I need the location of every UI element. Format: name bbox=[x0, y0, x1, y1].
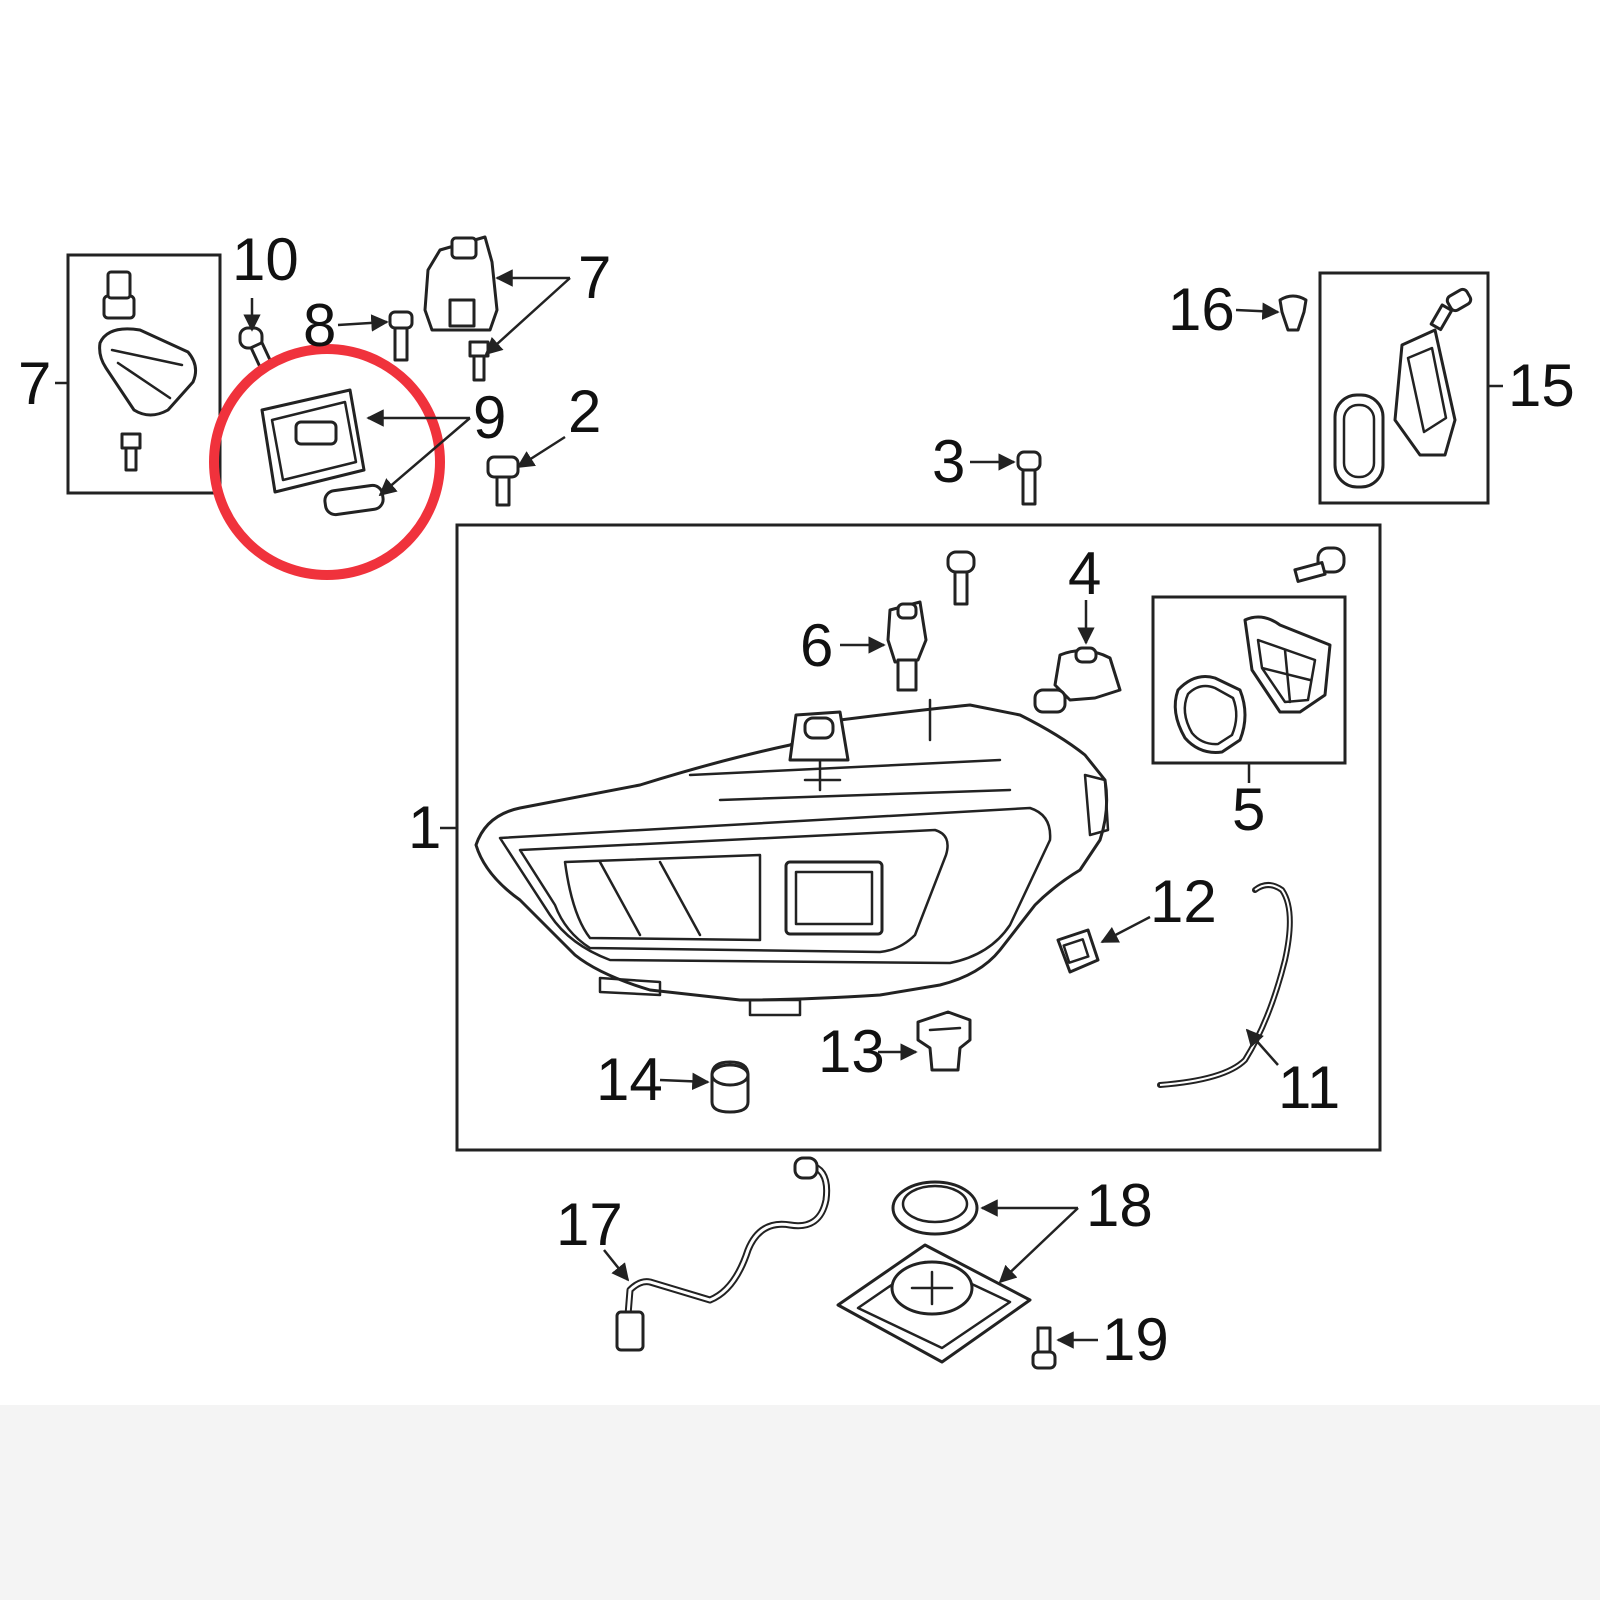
callout-14: 14 bbox=[596, 1046, 663, 1113]
group-7-nut bbox=[102, 270, 136, 320]
screw-icon bbox=[468, 340, 490, 382]
callout-18: 18 bbox=[1086, 1172, 1153, 1239]
screw-icon bbox=[120, 432, 142, 472]
callout-1: 1 bbox=[408, 794, 441, 861]
leader-7-top-b bbox=[484, 277, 571, 356]
part-6-actuator bbox=[886, 600, 928, 692]
callout-4: 4 bbox=[1068, 540, 1101, 607]
part-14-bushing bbox=[710, 1060, 750, 1114]
part-18-ballast bbox=[836, 1243, 1032, 1364]
callout-3: 3 bbox=[932, 428, 965, 495]
callout-6: 6 bbox=[800, 612, 833, 679]
part-4-motor bbox=[1033, 646, 1122, 714]
callout-19: 19 bbox=[1102, 1306, 1169, 1373]
screw-icon bbox=[946, 550, 976, 606]
callout-13: 13 bbox=[818, 1018, 885, 1085]
headlamp-assembly-icon bbox=[474, 698, 1110, 1017]
screw-icon bbox=[1429, 287, 1473, 332]
callout-11: 11 bbox=[1278, 1054, 1340, 1121]
callout-9: 9 bbox=[473, 384, 506, 451]
screw-icon bbox=[1016, 450, 1042, 506]
group-15-module bbox=[1393, 328, 1457, 457]
part-12-grommet bbox=[1056, 928, 1100, 974]
callout-7-left: 7 bbox=[18, 350, 51, 417]
leader-11 bbox=[1245, 1028, 1279, 1066]
leader-17 bbox=[603, 1249, 630, 1282]
callout-12: 12 bbox=[1150, 868, 1217, 935]
callout-7-top: 7 bbox=[578, 244, 611, 311]
screw-icon bbox=[486, 455, 520, 507]
screw-icon bbox=[1031, 1326, 1057, 1370]
leader-9-b bbox=[378, 417, 471, 497]
callout-5: 5 bbox=[1232, 776, 1265, 843]
group-7-bracket bbox=[98, 327, 198, 417]
group-frame-7 bbox=[66, 253, 222, 495]
screw-icon bbox=[1293, 546, 1346, 583]
callout-16: 16 bbox=[1168, 276, 1235, 343]
leader-18-b bbox=[998, 1207, 1079, 1284]
headlamp-assembly-frame bbox=[455, 523, 1382, 1152]
part-11-cable bbox=[1157, 882, 1293, 1088]
screw-icon bbox=[388, 310, 414, 362]
gasket-icon bbox=[891, 1180, 979, 1236]
gasket-icon bbox=[323, 483, 385, 517]
control-module-icon bbox=[260, 388, 366, 494]
group-5-cover bbox=[1243, 615, 1332, 714]
gasket-icon bbox=[1333, 393, 1385, 489]
leader-16 bbox=[1235, 302, 1280, 320]
callout-2: 2 bbox=[568, 378, 601, 445]
leader-2 bbox=[516, 435, 566, 469]
callout-10: 10 bbox=[232, 226, 299, 293]
part-17-sensor-lead bbox=[615, 1156, 831, 1352]
footer-band bbox=[0, 1405, 1600, 1600]
group-15-cap bbox=[1278, 294, 1308, 332]
leader-12 bbox=[1100, 915, 1151, 944]
leader-8 bbox=[337, 314, 389, 332]
group-frame-15 bbox=[1318, 271, 1490, 505]
highlight-circle bbox=[209, 344, 445, 580]
callout-17: 17 bbox=[556, 1191, 623, 1258]
callout-8: 8 bbox=[303, 292, 336, 359]
leader-14 bbox=[659, 1072, 710, 1091]
part-13-clip bbox=[916, 1010, 972, 1072]
callout-15: 15 bbox=[1508, 352, 1575, 419]
gasket-icon bbox=[1173, 675, 1247, 754]
top-bracket-7 bbox=[423, 235, 499, 332]
